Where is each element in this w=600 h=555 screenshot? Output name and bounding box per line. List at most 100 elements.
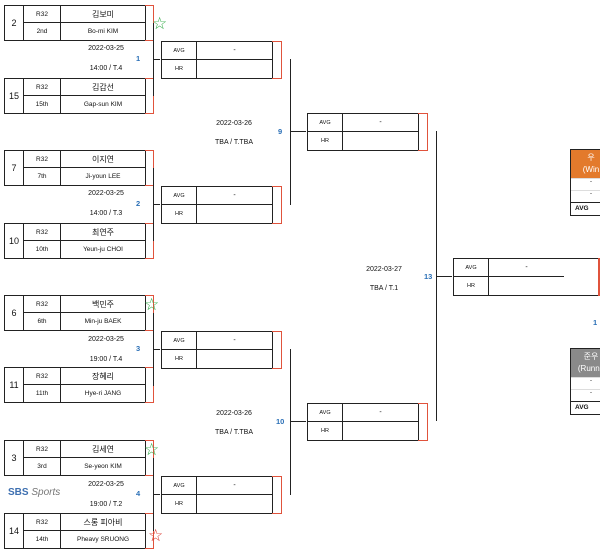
logo-brand: SBS [8,487,29,498]
player-card: 7 R32 이지연 7th Ji-youn LEE [4,150,154,186]
avg-label: AVG [162,332,197,350]
player-card: 6 R32 백민주 6th Min-ju BAEK [4,295,154,331]
round-label: R32 [24,6,61,23]
match-date: 2022-03-25 [88,190,124,197]
player-card: 14 R32 스롱 피아비 14th Pheavy SRUONG [4,513,154,549]
bracket-connector [272,331,282,369]
avg-value: - [343,404,418,422]
hr-label: HR [162,205,197,223]
match-info: 2022-03-25 19:00 / T.4 [56,334,156,365]
hr-label: HR [308,422,343,440]
rank-label: 15th [24,96,61,113]
hr-label: HR [454,277,489,295]
hr-value [343,132,418,150]
hr-value [197,60,272,78]
match-date: 2022-03-25 [88,336,124,343]
match-info: 2022-03-26 TBA / T.TBA [184,118,284,148]
bracket-line [436,276,452,277]
hr-label: HR [162,495,197,513]
runner-up-row: - [571,389,600,401]
player-name-en: Min-ju BAEK [84,318,122,325]
match-number: 9 [278,127,283,136]
logo-suffix: Sports [31,487,61,498]
runner-up-avg-label: AVG [571,401,600,414]
match-number: 1 [593,318,598,327]
player-name-kr: 백민주 [61,296,145,313]
match-info: 2022-03-26 TBA / T.TBA [184,408,284,438]
star-icon: ☆ [152,14,168,33]
match-time: 19:00 / T.4 [89,356,123,363]
match-info: 2022-03-25 14:00 / T.3 [56,188,156,219]
rank-label: 3rd [24,458,61,475]
player-name-en: Yeun-ju CHOI [83,246,123,253]
stat-box: AVG - HR [307,403,428,441]
seed-number: 2 [5,6,24,40]
match-date: 2022-03-25 [88,481,124,488]
runner-up-title: 준우 [583,352,599,361]
bracket-line [153,204,160,205]
match-number: 2 [136,199,141,208]
rank-label: 11th [24,385,61,402]
avg-label: AVG [162,477,197,495]
bracket-line [290,131,306,132]
match-time: 14:00 / T.4 [89,65,123,72]
hr-value [489,277,564,295]
player-name-en: Hye-ri JANG [84,390,122,397]
avg-label: AVG [308,404,343,422]
match-date: 2022-03-26 [216,120,252,127]
player-name-en: Pheavy SRUONG [76,536,130,543]
hr-value [197,205,272,223]
match-info: 2022-03-25 14:00 / T.4 [56,43,156,74]
bracket-line [153,59,160,60]
avg-label: AVG [162,42,197,60]
match-time: TBA / T.1 [369,285,399,292]
player-name-kr: 스롱 피아비 [61,514,145,531]
rank-label: 2nd [24,23,61,40]
hr-label: HR [162,60,197,78]
bracket-line [290,349,291,495]
avg-value: - [197,42,272,60]
player-card: 11 R32 장혜리 11th Hye-ri JANG [4,367,154,403]
bracket-connector [418,113,428,151]
sbs-sports-logo: SBS Sports [8,487,60,498]
stat-box: AVG - HR [453,258,600,296]
match-number: 4 [136,489,141,498]
bracket-line [290,59,291,205]
runner-up-panel: 준우 (Runne - - AVG [570,348,600,415]
player-card: 10 R32 최연주 10th Yeun-ju CHOI [4,223,154,259]
bracket-connector [418,403,428,441]
runner-up-subtitle: (Runne [577,364,600,373]
avg-label: AVG [454,259,489,277]
star-icon: ☆ [144,440,160,459]
avg-value: - [343,114,418,132]
player-card: 3 R32 김세연 3rd Se-yeon KIM [4,440,154,476]
winner-panel: 우 (Win - - AVG [570,149,600,216]
winner-avg-label: AVG [571,202,600,215]
star-icon: ☆ [144,295,160,314]
match-time: TBA / T.TBA [215,429,253,436]
match-info: 2022-03-25 19:00 / T.2 [56,479,156,510]
stat-box: AVG - HR [307,113,428,151]
rank-label: 14th [24,531,61,548]
rank-label: 6th [24,313,61,330]
stat-box: AVG - HR [161,41,282,79]
hr-value [197,495,272,513]
match-date: 2022-03-25 [88,45,124,52]
bracket-connector [272,41,282,79]
winner-subtitle: (Win [582,165,600,174]
player-name-kr: 김세연 [61,441,145,458]
avg-value: - [197,477,272,495]
player-name-en: Bo-mi KIM [87,28,119,35]
hr-value [343,422,418,440]
stat-box: AVG - HR [161,331,282,369]
avg-value: - [197,187,272,205]
round-label: R32 [24,296,61,313]
stat-box: AVG - HR [161,186,282,224]
bracket-line [290,421,306,422]
bracket-connector [272,186,282,224]
player-name-kr: 장혜리 [61,368,145,385]
match-time: 14:00 / T.3 [89,210,123,217]
match-time: TBA / T.TBA [215,139,253,146]
match-info: 2022-03-27 TBA / T.1 [334,264,434,294]
bracket-line [153,349,160,350]
